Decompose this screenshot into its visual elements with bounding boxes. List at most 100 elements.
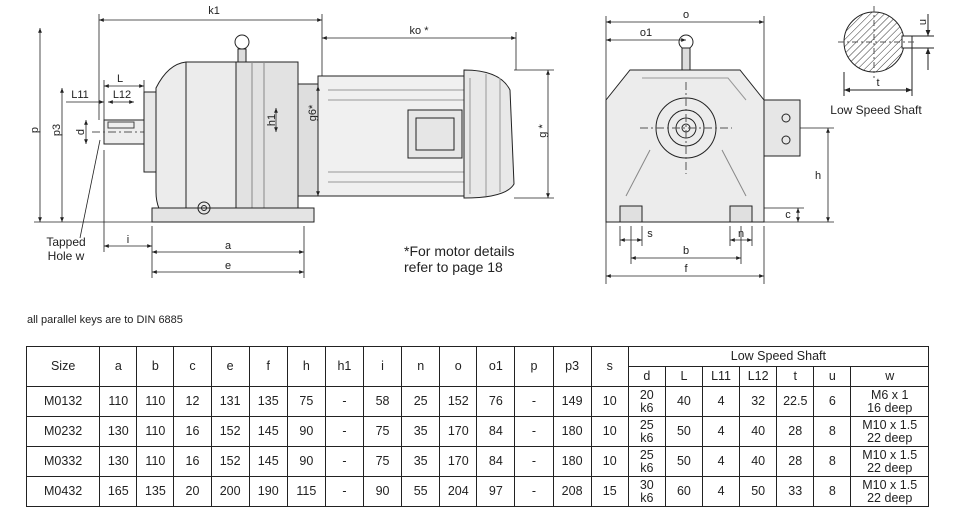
- cell-L: 60: [664, 476, 703, 507]
- shaft-section: [838, 6, 934, 96]
- cell-e: 200: [210, 476, 250, 507]
- cell-o: 170: [439, 416, 478, 447]
- dim-label-s: s: [647, 228, 653, 240]
- header-t: t: [776, 366, 815, 387]
- cell-t: 33: [776, 476, 815, 507]
- dim-label-a: a: [225, 240, 232, 252]
- cell-d-tolerance: k6: [640, 430, 654, 445]
- header-p3: p3: [552, 346, 592, 387]
- header-w: w: [850, 366, 929, 387]
- cell-L12: 40: [739, 446, 778, 477]
- cell-size: M0232: [25, 416, 101, 447]
- cell-i: 90: [362, 476, 403, 507]
- cell-d-tolerance: k6: [640, 460, 654, 475]
- cell-w-thread: M10 x 1.5: [862, 477, 918, 492]
- header-size: Size: [25, 346, 101, 387]
- table-row: M0232 130 110 16 152 145 90 - 75 35 170 …: [25, 416, 929, 447]
- cell-e: 152: [210, 446, 250, 477]
- cell-o: 204: [439, 476, 478, 507]
- dim-label-e: e: [225, 260, 231, 272]
- dim-label-o: o: [683, 9, 689, 21]
- cell-w-depth: 16 deep: [867, 400, 913, 415]
- cell-w-depth: 22 deep: [867, 430, 913, 445]
- gearbox-foot: [151, 207, 315, 223]
- dim-label-h: h: [815, 170, 821, 182]
- header-b: b: [136, 346, 175, 387]
- cell-t: 28: [776, 416, 815, 447]
- table-header-row: Size a b c e f h h1 i n o o1 p p3 s Low …: [25, 346, 930, 387]
- cell-h1: -: [324, 446, 365, 477]
- cell-o: 152: [439, 386, 478, 417]
- cell-p3: 180: [552, 416, 592, 447]
- header-o1: o1: [476, 346, 516, 387]
- cell-h: 115: [286, 476, 326, 507]
- cell-p: -: [514, 416, 554, 447]
- dim-label-p: p: [29, 127, 41, 133]
- cell-f: 190: [248, 476, 288, 507]
- cell-t: 22.5: [776, 386, 815, 417]
- keys-note: all parallel keys are to DIN 6885: [27, 314, 183, 326]
- cell-t: 28: [776, 446, 815, 477]
- cell-p: -: [514, 386, 554, 417]
- cell-c: 20: [173, 476, 212, 507]
- dim-label-L11: L11: [71, 89, 89, 101]
- header-p: p: [514, 346, 554, 387]
- front-view: [605, 34, 801, 223]
- cell-b: 135: [136, 476, 175, 507]
- dim-label-g6: g6*: [307, 104, 319, 121]
- cell-w-depth: 22 deep: [867, 460, 913, 475]
- cell-size: M0332: [25, 446, 101, 477]
- cell-e: 131: [210, 386, 250, 417]
- cell-n: 55: [401, 476, 441, 507]
- cell-L11: 4: [701, 416, 741, 447]
- header-L12: L12: [739, 366, 778, 387]
- cell-L11: 4: [701, 386, 741, 417]
- cell-w-thread: M10 x 1.5: [862, 417, 918, 432]
- cell-o1: 76: [476, 386, 516, 417]
- front-view-dimensions: [605, 16, 834, 284]
- tapped-hole-label-line1: Tapped: [46, 235, 85, 249]
- header-L: L: [664, 366, 703, 387]
- dim-label-k1: k1: [208, 5, 220, 17]
- header-d: d: [627, 366, 666, 387]
- cell-d-diameter: 20: [639, 387, 654, 402]
- cell-o1: 84: [476, 416, 516, 447]
- cell-d-diameter: 30: [639, 477, 654, 492]
- cell-w-depth: 22 deep: [867, 490, 913, 505]
- header-n: n: [401, 346, 441, 387]
- cell-L: 50: [664, 416, 703, 447]
- cell-n: 35: [401, 416, 441, 447]
- cell-L12: 32: [739, 386, 778, 417]
- cell-p3: 149: [552, 386, 592, 417]
- cell-o1: 97: [476, 476, 516, 507]
- cell-i: 75: [362, 446, 403, 477]
- dim-label-f: f: [684, 263, 688, 275]
- cell-L: 40: [664, 386, 703, 417]
- cell-e: 152: [210, 416, 250, 447]
- table-subheader-row: d L L11 L12 t u w: [27, 366, 929, 387]
- dim-label-p3: p3: [51, 124, 63, 136]
- cell-d-tolerance: k6: [640, 490, 654, 505]
- shaft-caption: Low Speed Shaft: [830, 103, 922, 117]
- cell-p3: 180: [552, 446, 592, 477]
- cell-L12: 50: [739, 476, 778, 507]
- dim-label-ko: ko *: [410, 25, 430, 37]
- dim-label-t: t: [876, 77, 879, 89]
- header-u: u: [813, 366, 852, 387]
- cell-i: 75: [362, 416, 403, 447]
- dim-label-h1: h1: [266, 114, 278, 126]
- header-e: e: [210, 346, 250, 387]
- cell-L11: 4: [701, 476, 741, 507]
- cell-L: 50: [664, 446, 703, 477]
- cell-n: 35: [401, 446, 441, 477]
- cell-a: 130: [99, 416, 138, 447]
- technical-drawing: k1 ko * L L11 L12 d p p3 h1 g6* g * i a …: [29, 5, 934, 284]
- cell-b: 110: [136, 446, 175, 477]
- cell-h1: -: [324, 416, 365, 447]
- table-row: M0132 110 110 12 131 135 75 - 58 25 152 …: [25, 386, 929, 417]
